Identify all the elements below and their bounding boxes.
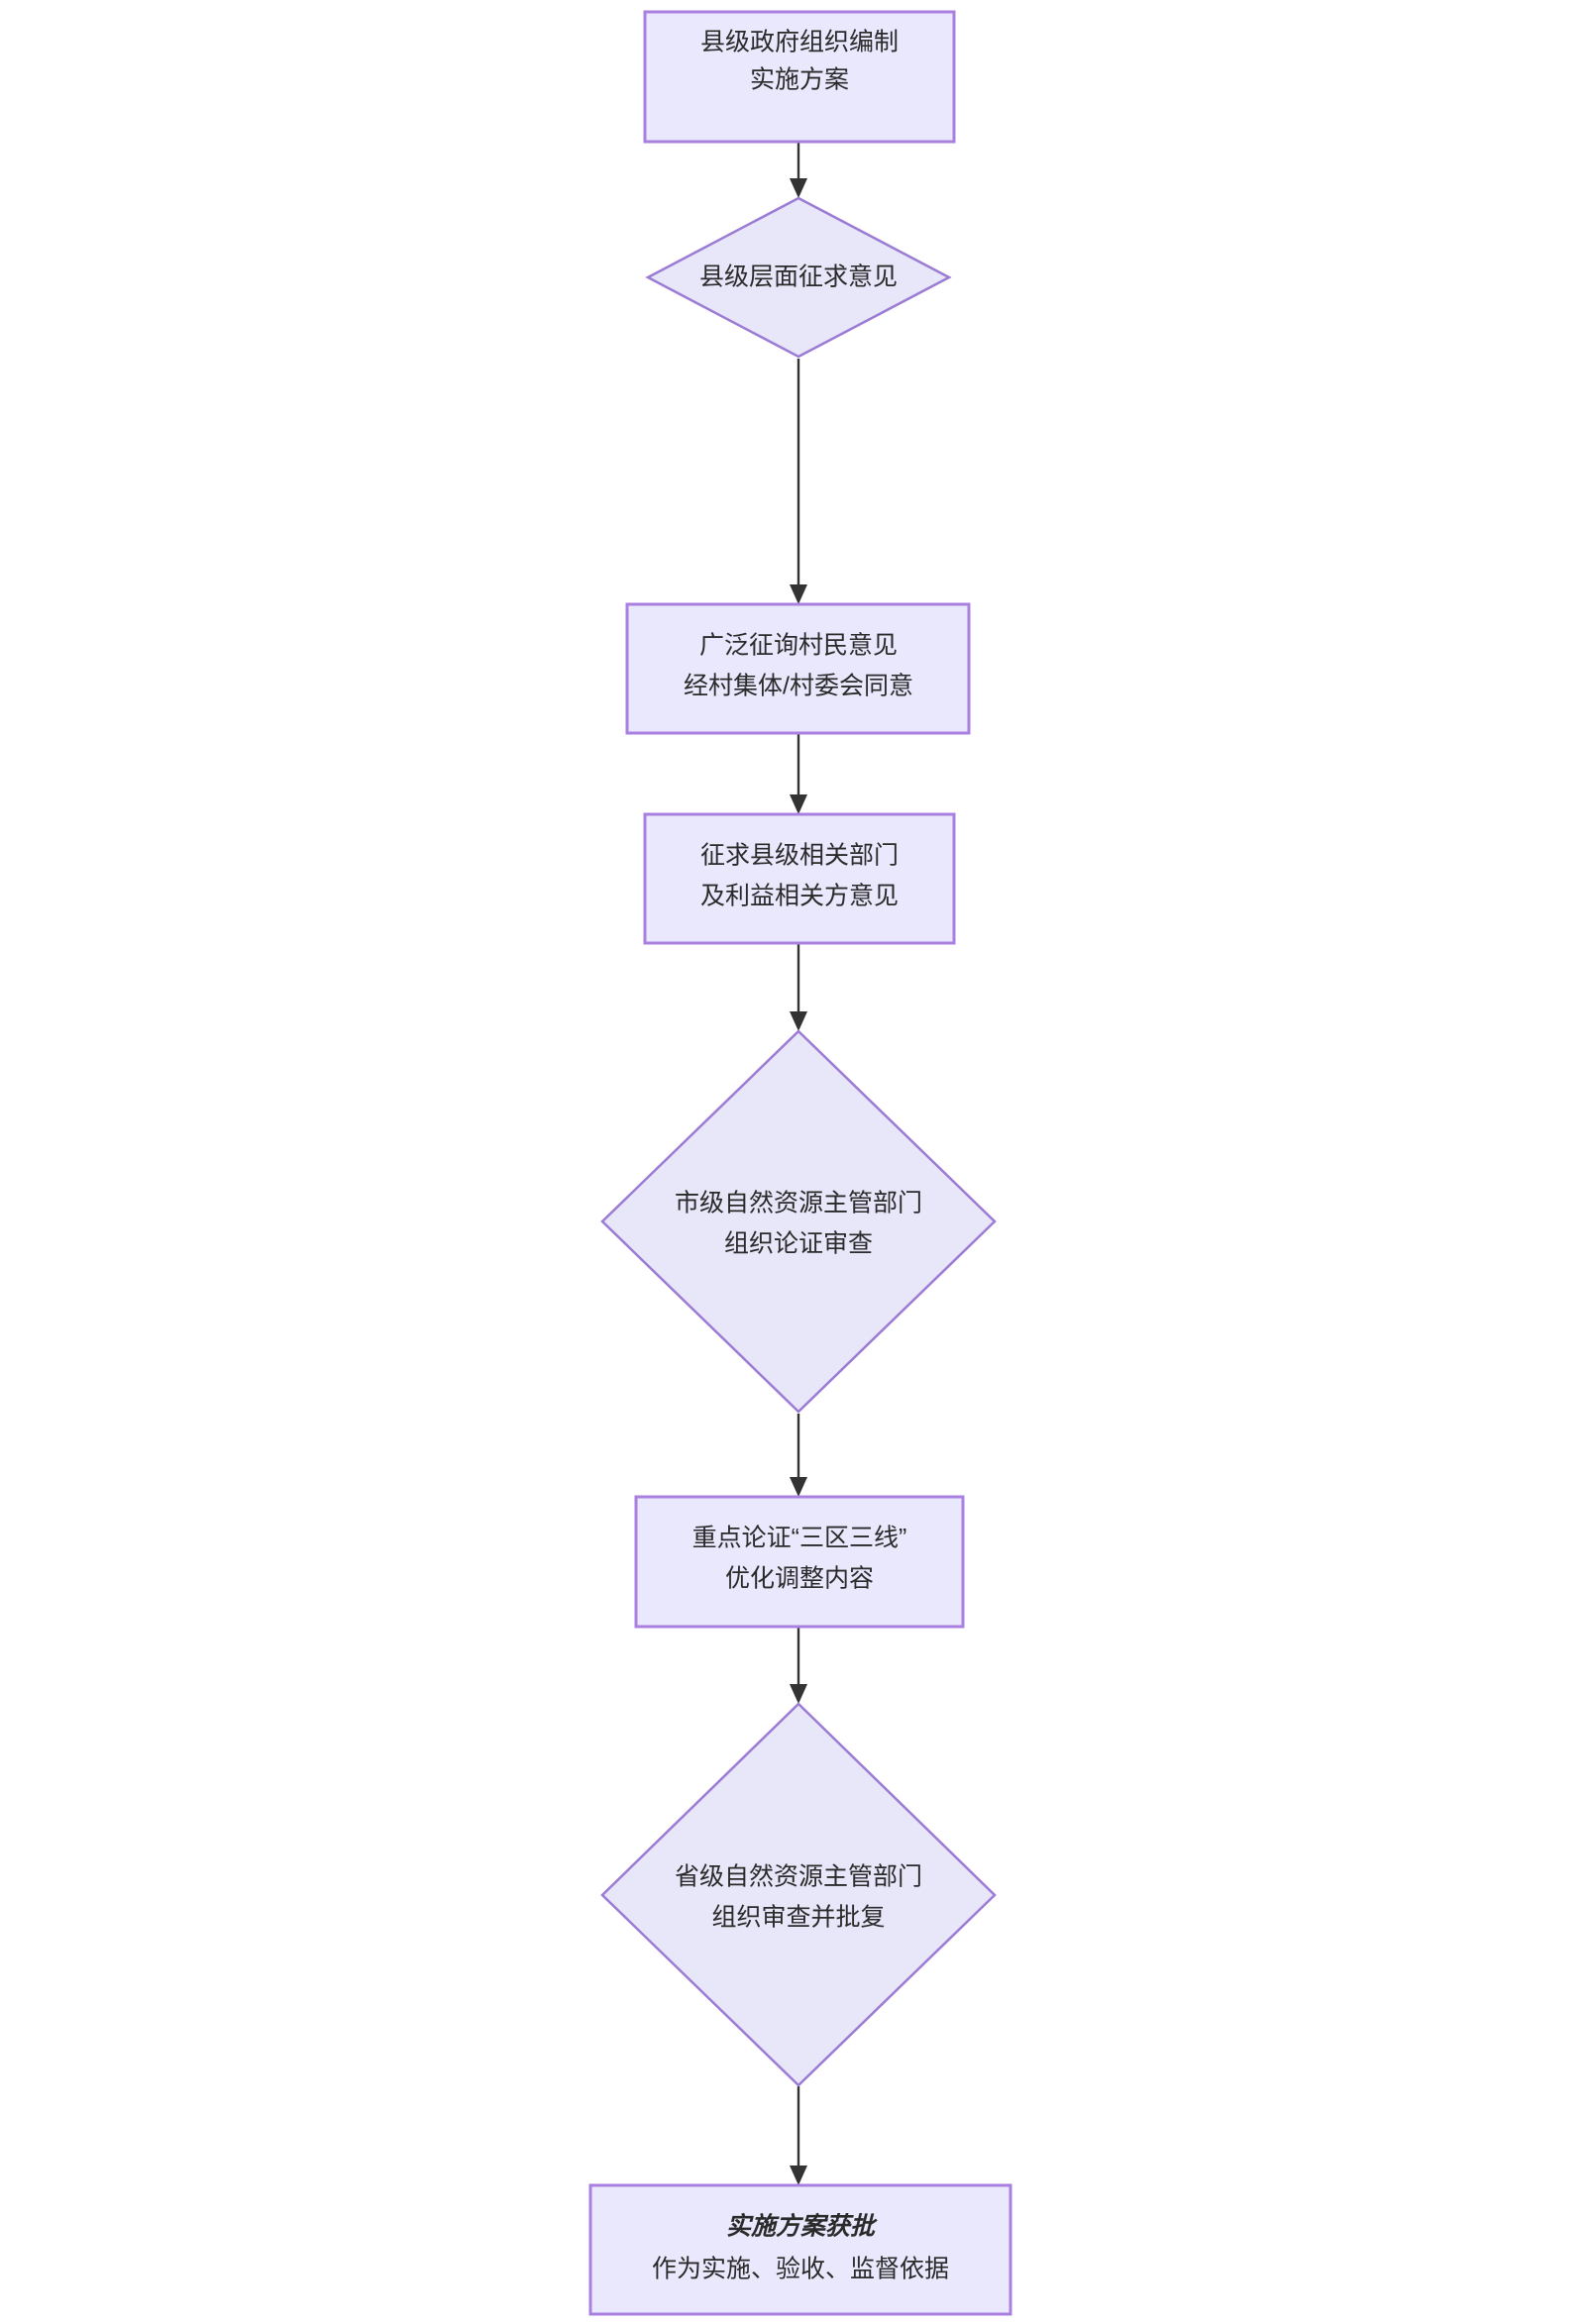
node-line-1: 广泛征询村民意见 bbox=[699, 632, 898, 660]
edge-n2-n3 bbox=[790, 359, 807, 604]
node-line-2: 经村集体/村委会同意 bbox=[684, 673, 913, 700]
node-provincial-natural-resources-approval[interactable]: 省级自然资源主管部门 组织审查并批复 bbox=[600, 1702, 997, 2087]
node-county-government-drafts-plan[interactable]: 县级政府组织编制 实施方案 bbox=[643, 10, 956, 144]
node-plan-approved[interactable]: 实施方案获批 作为实施、验收、监督依据 bbox=[588, 2183, 1012, 2316]
edge-n5-n6 bbox=[790, 1414, 807, 1497]
node-county-level-consultation[interactable]: 县级层面征求意见 bbox=[645, 196, 952, 359]
node-line-1: 实施方案获批 bbox=[726, 2213, 878, 2241]
node-line-2: 组织论证审查 bbox=[724, 1230, 873, 1258]
node-line-2: 组织审查并批复 bbox=[711, 1904, 885, 1932]
node-line-2: 实施方案 bbox=[750, 66, 849, 94]
edge-n7-n8 bbox=[790, 2086, 807, 2185]
edge-n1-n2 bbox=[790, 143, 807, 198]
edge-n6-n7 bbox=[790, 1627, 807, 1704]
node-line-1: 省级自然资源主管部门 bbox=[675, 1863, 922, 1891]
node-line-2: 及利益相关方意见 bbox=[700, 883, 899, 910]
node-villager-opinion-collection[interactable]: 广泛征询村民意见 经村集体/村委会同意 bbox=[625, 602, 971, 735]
node-line-1: 县级层面征求意见 bbox=[699, 264, 898, 291]
node-three-zones-three-lines-adjustment[interactable]: 重点论证“三区三线” 优化调整内容 bbox=[634, 1495, 965, 1629]
node-municipal-natural-resources-review[interactable]: 市级自然资源主管部门 组织论证审查 bbox=[600, 1029, 997, 1414]
node-line-2: 优化调整内容 bbox=[725, 1565, 874, 1593]
node-line-1: 市级自然资源主管部门 bbox=[675, 1190, 922, 1217]
node-line-1: 县级政府组织编制 bbox=[700, 29, 899, 56]
node-county-departments-stakeholder-opinions[interactable]: 征求县级相关部门 及利益相关方意见 bbox=[643, 812, 956, 945]
node-line-1: 征求县级相关部门 bbox=[700, 842, 899, 870]
edge-n4-n5 bbox=[790, 943, 807, 1031]
node-line-2: 作为实施、验收、监督依据 bbox=[652, 2256, 949, 2283]
node-line-1: 重点论证“三区三线” bbox=[692, 1525, 907, 1552]
edge-n3-n4 bbox=[790, 733, 807, 814]
